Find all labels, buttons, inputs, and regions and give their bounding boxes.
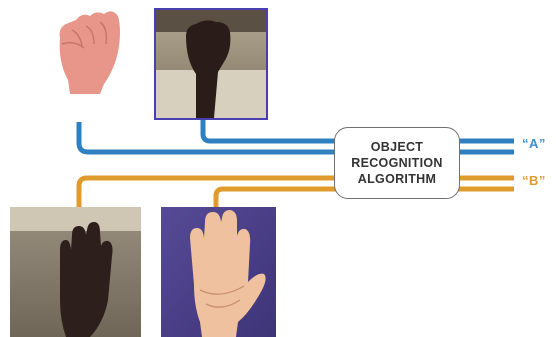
object-recognition-algorithm-box: OBJECT RECOGNITION ALGORITHM — [334, 127, 460, 199]
connector-a-from-light-fist — [79, 122, 336, 152]
output-label-b: “B” — [522, 173, 546, 188]
photo-b-light-palm — [161, 207, 276, 337]
algorithm-label-line2: RECOGNITION — [351, 155, 443, 171]
connector-b-from-light-hand — [216, 189, 336, 207]
connector-b-from-dark-hand — [79, 178, 336, 207]
connector-a-from-dark-fist — [203, 118, 336, 141]
algorithm-label-line3: ALGORITHM — [358, 171, 436, 187]
output-label-a: “A” — [522, 136, 546, 151]
photo-a-light-fist — [52, 8, 124, 94]
photo-a-dark-fist — [154, 8, 268, 120]
algorithm-label-line1: OBJECT — [371, 139, 424, 155]
photo-b-dark-hand — [10, 207, 141, 337]
